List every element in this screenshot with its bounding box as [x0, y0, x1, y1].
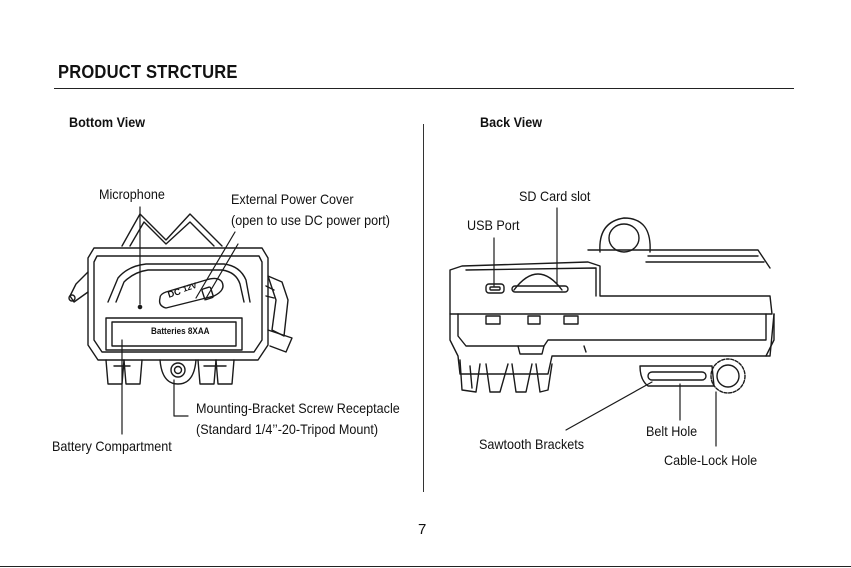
page-number: 7: [418, 521, 426, 538]
sd-card-slot-label: SD Card slot: [519, 188, 590, 204]
external-power-cover-note: (open to use DC power port): [231, 212, 390, 228]
mounting-bracket-label: Mounting-Bracket Screw Receptacle: [196, 400, 400, 416]
bottom-view-camera-drawing: [69, 214, 292, 384]
cable-lock-hole-label: Cable-Lock Hole: [664, 452, 757, 468]
external-power-cover-label: External Power Cover: [231, 191, 354, 207]
microphone-label: Microphone: [99, 186, 165, 202]
mounting-bracket-note: (Standard 1/4’’-20-Tripod Mount): [196, 421, 378, 437]
belt-hole-label: Belt Hole: [646, 423, 697, 439]
sawtooth-brackets-label: Sawtooth Brackets: [479, 436, 584, 452]
back-view-camera-drawing: [450, 218, 774, 393]
usb-port-label: USB Port: [467, 217, 520, 233]
back-view-leaders: [494, 208, 716, 446]
battery-door-label: Batteries 8XAA: [151, 326, 210, 336]
battery-compartment-label: Battery Compartment: [52, 438, 172, 454]
